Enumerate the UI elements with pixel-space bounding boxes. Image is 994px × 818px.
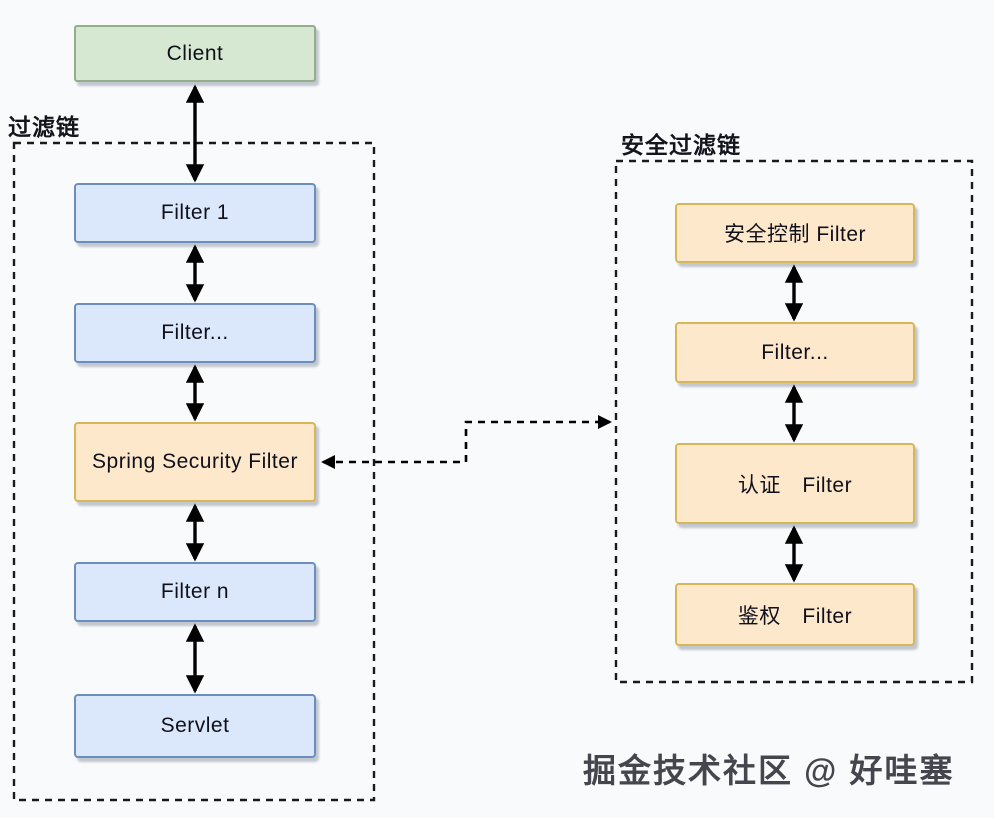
right-chain-title: 安全过滤链 [621, 132, 741, 158]
watermark-text: 掘金技术社区 @ 好哇塞 [583, 752, 955, 789]
node-auth-filter: 认证 Filter [675, 443, 915, 524]
node-filter-dots-right: Filter... [675, 322, 915, 383]
node-spring-security-filter: Spring Security Filter [74, 422, 316, 502]
node-filter-1: Filter 1 [74, 183, 316, 243]
node-security-control-filter: 安全控制 Filter [675, 203, 915, 263]
node-filter-dots-left: Filter... [74, 303, 316, 363]
left-chain-title: 过滤链 [8, 114, 80, 140]
node-filter-n: Filter n [74, 562, 316, 622]
node-client: Client [74, 25, 316, 82]
node-servlet: Servlet [74, 694, 316, 758]
node-authz-filter: 鉴权 Filter [675, 583, 915, 646]
arrow-ssf-securitychain-dashed [321, 414, 612, 470]
